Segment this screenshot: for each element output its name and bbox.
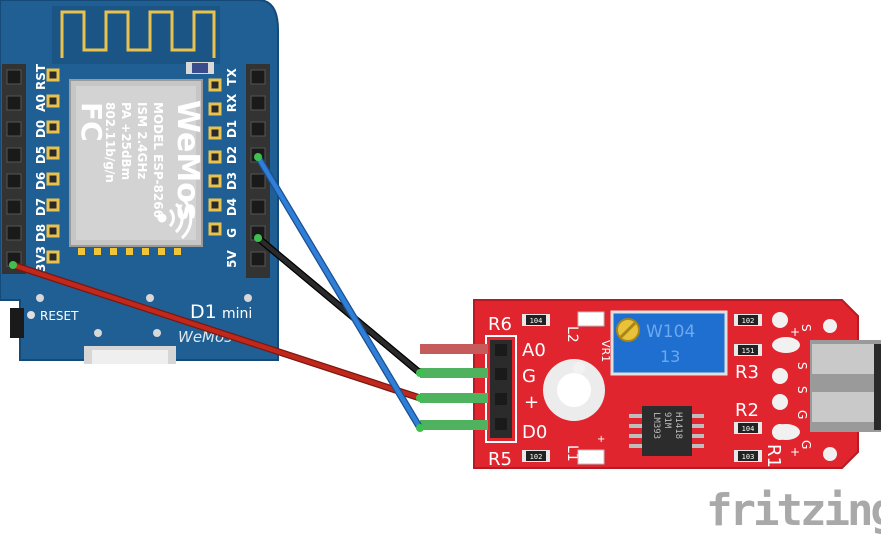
wires [9, 153, 424, 432]
usb-connector [84, 346, 176, 364]
svg-text:151: 151 [742, 347, 755, 355]
label-r6: R6 [488, 314, 512, 335]
module-line-4: 802.11b/g/n [103, 102, 117, 183]
pot-sub: 13 [660, 347, 680, 366]
brand-mini: mini [222, 306, 252, 322]
pin-label-3v3: 3V3 [34, 246, 48, 272]
pot-label: W104 [646, 322, 695, 342]
sensor-header-pins [420, 344, 488, 430]
label-r2: R2 [735, 400, 759, 421]
mic-label-s2: S [795, 362, 809, 370]
pin-label-d0: D0 [34, 120, 48, 138]
esp8266-module: WeMos MODEL ESP-8266 ISM 2.4GHz PA +25dB… [69, 79, 205, 255]
brand-d1: D1 [190, 301, 217, 323]
svg-text:104: 104 [530, 317, 543, 325]
mic-label-s1: S [799, 324, 813, 332]
wire-black-g-to-g [254, 234, 424, 377]
potentiometer: W104 13 [610, 310, 728, 376]
d1-mini-board: WeMos MODEL ESP-8266 ISM 2.4GHz PA +25dB… [0, 0, 279, 364]
module-line-1: MODEL ESP-8266 [151, 102, 165, 218]
pin-label-rst: RST [34, 63, 48, 90]
pin-label-5v: 5V [225, 249, 239, 267]
pin-label-d4: D4 [225, 198, 239, 216]
mic-label-s3: S [795, 386, 809, 394]
wire-blue-d2-to-d0 [254, 153, 424, 432]
mic-label-plus1: + [790, 325, 800, 339]
smd-r6: 104 [522, 314, 550, 326]
wire-red-3v3-to-plus [9, 261, 424, 402]
wifi-icon [157, 196, 193, 240]
pin-label-d1: D1 [225, 120, 239, 138]
mic-label-g2: G [799, 440, 813, 449]
label-r5: R5 [488, 449, 512, 470]
label-r3: R3 [735, 362, 759, 383]
antenna-trace [52, 6, 220, 64]
label-l1: L1 [564, 445, 580, 462]
smd-r5: 102 [522, 450, 550, 462]
smd-right-1: 102 [734, 314, 762, 326]
header-label-a0: A0 [522, 340, 546, 361]
module-line-2: ISM 2.4GHz [135, 102, 149, 179]
microphone [810, 340, 881, 432]
pin-label-d2: D2 [225, 146, 239, 164]
reset-button[interactable] [10, 308, 24, 338]
reset-label: RESET [40, 309, 79, 323]
left-pin-header [2, 64, 26, 274]
pin-label-d6: D6 [34, 172, 48, 190]
header-label-g: G [522, 366, 536, 387]
module-line-3: PA +25dBm [119, 102, 133, 180]
smd-right-3: 104 [734, 422, 762, 434]
label-r1: R1 [763, 444, 784, 468]
pin-label-tx: TX [225, 68, 239, 86]
svg-text:+: + [597, 434, 605, 445]
svg-text:104: 104 [742, 425, 755, 433]
svg-text:102: 102 [742, 317, 755, 325]
pin-label-d8: D8 [34, 224, 48, 242]
svg-text:102: 102 [530, 453, 543, 461]
header-label-d0: D0 [522, 422, 547, 443]
mic-label-g1: G [795, 410, 809, 419]
svg-text:+: + [790, 445, 800, 459]
module-logo: WeMos [170, 100, 205, 221]
pin-label-d3: D3 [225, 172, 239, 190]
sound-sensor-module: R6 R5 A0 G + D0 104 102 L2 L1 + VR1 W104… [473, 299, 881, 470]
chip-line-3: H1418 [673, 412, 683, 439]
chip-line-1: LM393 [651, 412, 661, 439]
pin-label-a0: A0 [34, 94, 48, 112]
smd-right-4: 103 [734, 450, 762, 462]
svg-text:103: 103 [742, 453, 755, 461]
fritzing-watermark: fritzing [706, 485, 881, 536]
label-vr1: VR1 [599, 340, 612, 362]
chip-line-2: 91M [662, 412, 672, 429]
pin-label-g: G [225, 228, 239, 238]
fcc-logo: FC [75, 102, 108, 142]
pin-label-d5: D5 [34, 146, 48, 164]
pin-label-rx: RX [225, 93, 239, 112]
header-label-plus: + [524, 392, 539, 413]
smd-right-2: 151 [734, 344, 762, 356]
lm393-chip: LM393 91M H1418 [629, 406, 704, 456]
label-l2: L2 [564, 326, 580, 343]
pin-label-d7: D7 [34, 198, 48, 216]
sensor-pin-header [490, 340, 512, 438]
